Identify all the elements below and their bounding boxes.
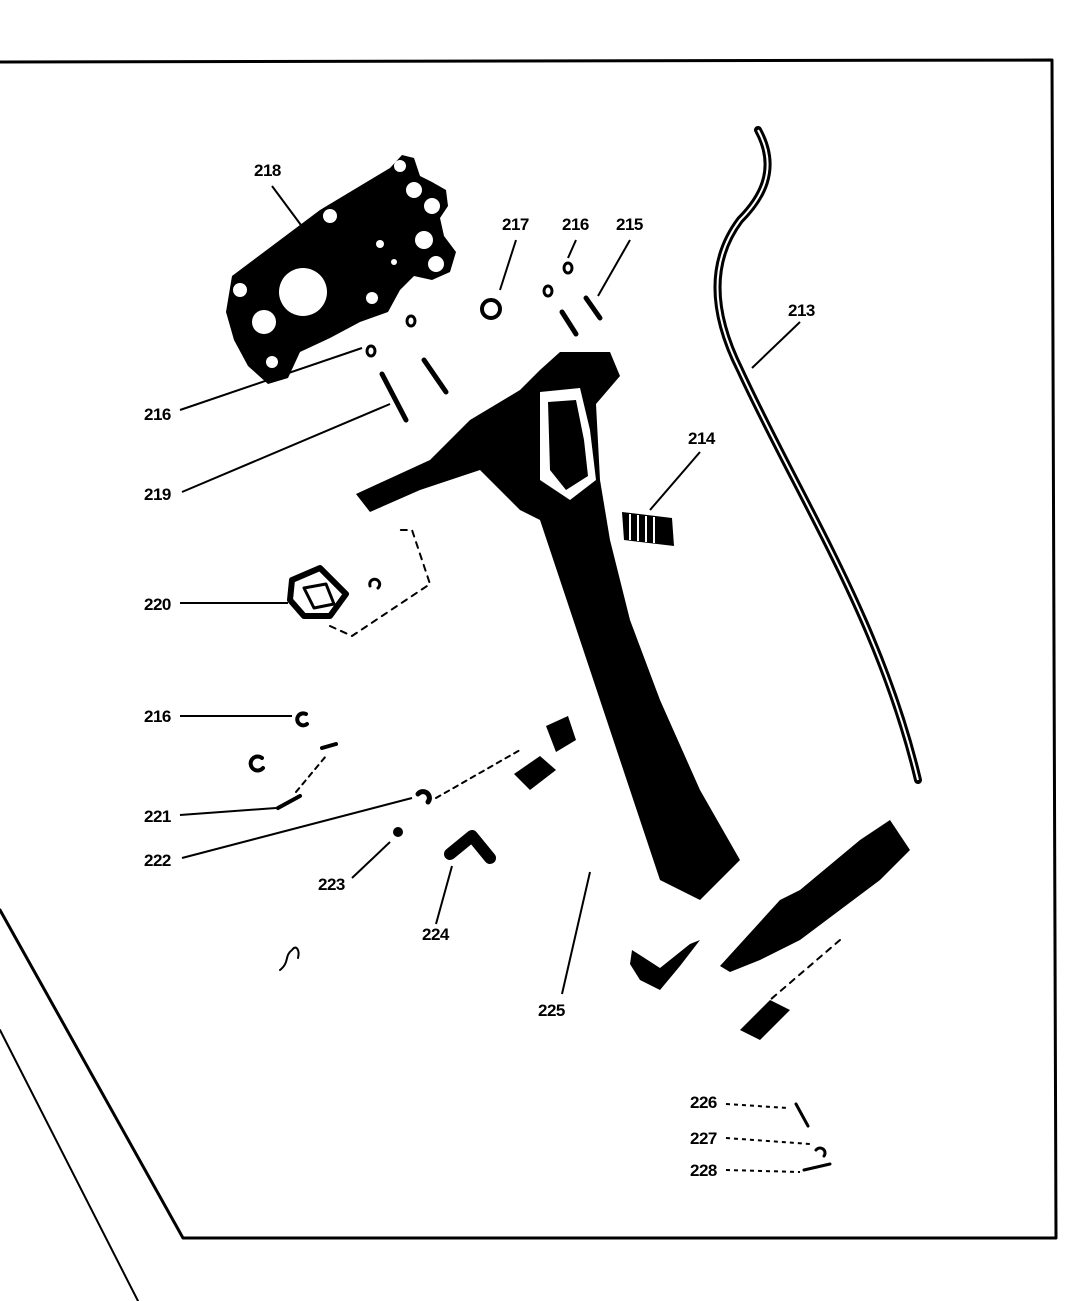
gasket-part (226, 155, 456, 384)
callout-214: 214 (688, 429, 716, 448)
callout-219: 219 (144, 485, 171, 504)
callout-218: 218 (254, 161, 281, 180)
frame-border (0, 58, 1058, 1301)
callout-225: 225 (538, 1001, 565, 1020)
leader-lines (179, 185, 811, 1173)
callout-227: 227 (690, 1129, 717, 1148)
callout-226: 226 (690, 1093, 717, 1112)
callout-labels: 218 217 216 215 213 216 219 214 220 216 … (144, 161, 815, 1180)
main-lever-part (356, 352, 740, 900)
spring-part (622, 512, 674, 546)
screw-parts (379, 295, 603, 423)
callout-217: 217 (502, 215, 529, 234)
lower-assembly-part (279, 820, 910, 1172)
washer-parts (248, 261, 574, 773)
callout-224: 224 (422, 925, 450, 944)
clip-parts (276, 716, 576, 864)
rod-part (713, 126, 922, 784)
callout-228: 228 (690, 1161, 717, 1180)
callout-222: 222 (144, 851, 171, 870)
callout-215: 215 (616, 215, 643, 234)
callout-220: 220 (144, 595, 171, 614)
callout-216-top: 216 (562, 215, 589, 234)
callout-221: 221 (144, 807, 171, 826)
callout-216-left: 216 (144, 405, 171, 424)
callout-223: 223 (318, 875, 345, 894)
callout-216-lower: 216 (144, 707, 171, 726)
callout-213: 213 (788, 301, 815, 320)
bracket-part (287, 529, 431, 637)
